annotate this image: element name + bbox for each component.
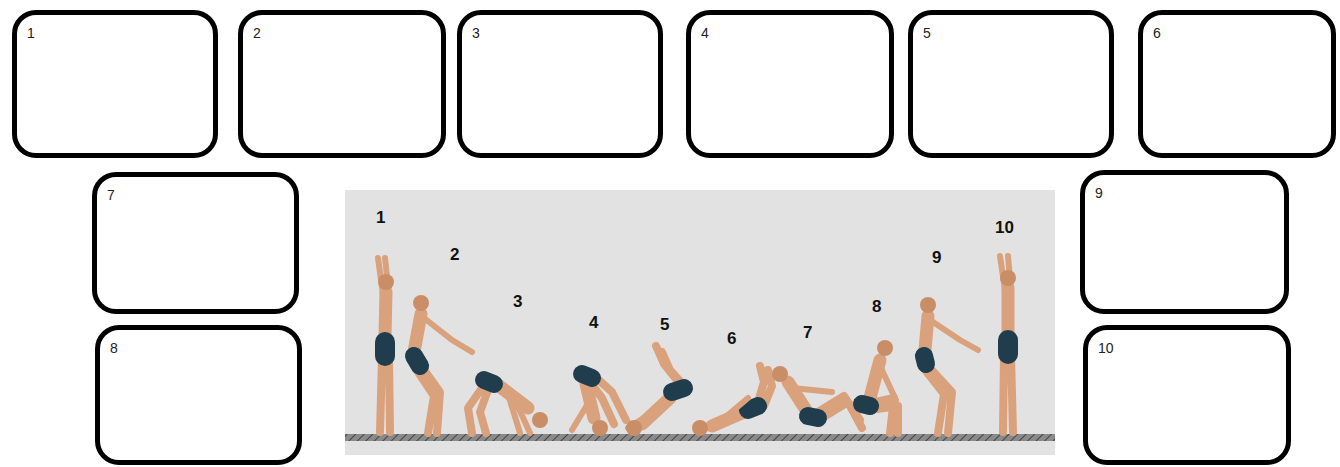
box-number: 5 [923, 25, 931, 41]
box-number: 4 [701, 25, 709, 41]
numbered-box: 8 [95, 325, 302, 465]
box-number: 1 [27, 25, 35, 41]
callout-number: 6 [727, 329, 736, 349]
figure-pose [413, 295, 472, 433]
box-number: 10 [1098, 340, 1114, 356]
box-number: 9 [1095, 185, 1103, 201]
figure-pose [572, 372, 626, 436]
figure-pose [692, 366, 772, 436]
numbered-box: 1 [12, 10, 218, 158]
callout-number: 10 [995, 218, 1014, 238]
callout-number: 3 [513, 292, 522, 312]
numbered-box: 6 [1138, 10, 1336, 158]
callout-number: 5 [660, 315, 669, 335]
box-number: 6 [1153, 25, 1161, 41]
numbered-box: 2 [238, 10, 446, 158]
numbered-box: 5 [908, 10, 1114, 158]
figure-pose [378, 258, 394, 432]
figure-pose [772, 366, 862, 428]
callout-number: 1 [376, 208, 385, 228]
callout-number: 8 [872, 297, 881, 317]
numbered-box: 3 [457, 10, 663, 158]
box-number: 3 [472, 25, 480, 41]
illustration-ground [345, 190, 1055, 455]
numbered-box: 10 [1083, 325, 1291, 465]
box-number: 7 [107, 187, 115, 203]
box-number: 8 [110, 340, 118, 356]
figure-pose [626, 346, 686, 436]
numbered-box: 7 [92, 172, 299, 314]
numbered-box: 9 [1080, 170, 1289, 314]
box-number: 2 [253, 25, 261, 41]
figure-pose [468, 380, 548, 433]
callout-number: 2 [450, 245, 459, 265]
callout-number: 7 [803, 323, 812, 343]
callout-number: 4 [589, 313, 598, 333]
numbered-box: 4 [686, 10, 894, 158]
figure-pose [862, 340, 898, 433]
callout-number: 9 [932, 248, 941, 268]
figure-pose [920, 297, 978, 433]
figure-pose [1000, 256, 1016, 432]
